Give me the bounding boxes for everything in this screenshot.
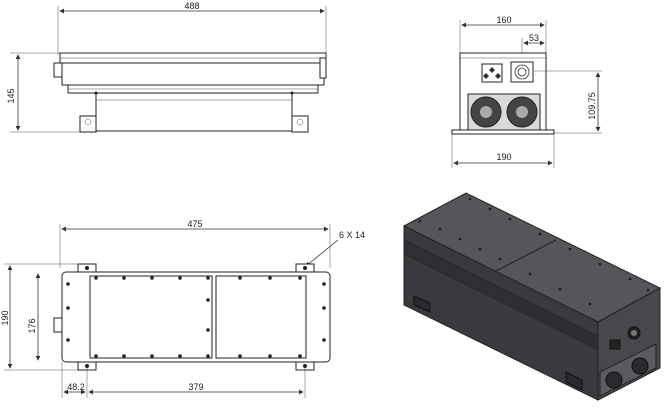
top-width-outer-label: 190 (0, 310, 10, 325)
top-hole-label: 6 X 14 (339, 230, 365, 240)
front-width-label: 160 (496, 15, 511, 25)
top-length-label: 475 (187, 219, 202, 229)
front-offset-label: 53 (529, 33, 539, 43)
side-view: 488 145 (6, 1, 327, 133)
isometric-view (402, 192, 662, 401)
top-view: 475 6 X 14 190 (0, 219, 365, 398)
front-base-label: 190 (496, 152, 511, 162)
front-height-label: 109.75 (587, 92, 597, 120)
side-width-label: 488 (184, 1, 199, 11)
side-height-label: 145 (6, 88, 16, 103)
top-width-inner-label: 176 (27, 318, 37, 333)
front-view: 160 53 109.75 190 (451, 15, 602, 168)
top-spacing-label: 379 (188, 382, 203, 392)
top-offset-label: 48.2 (67, 382, 85, 392)
